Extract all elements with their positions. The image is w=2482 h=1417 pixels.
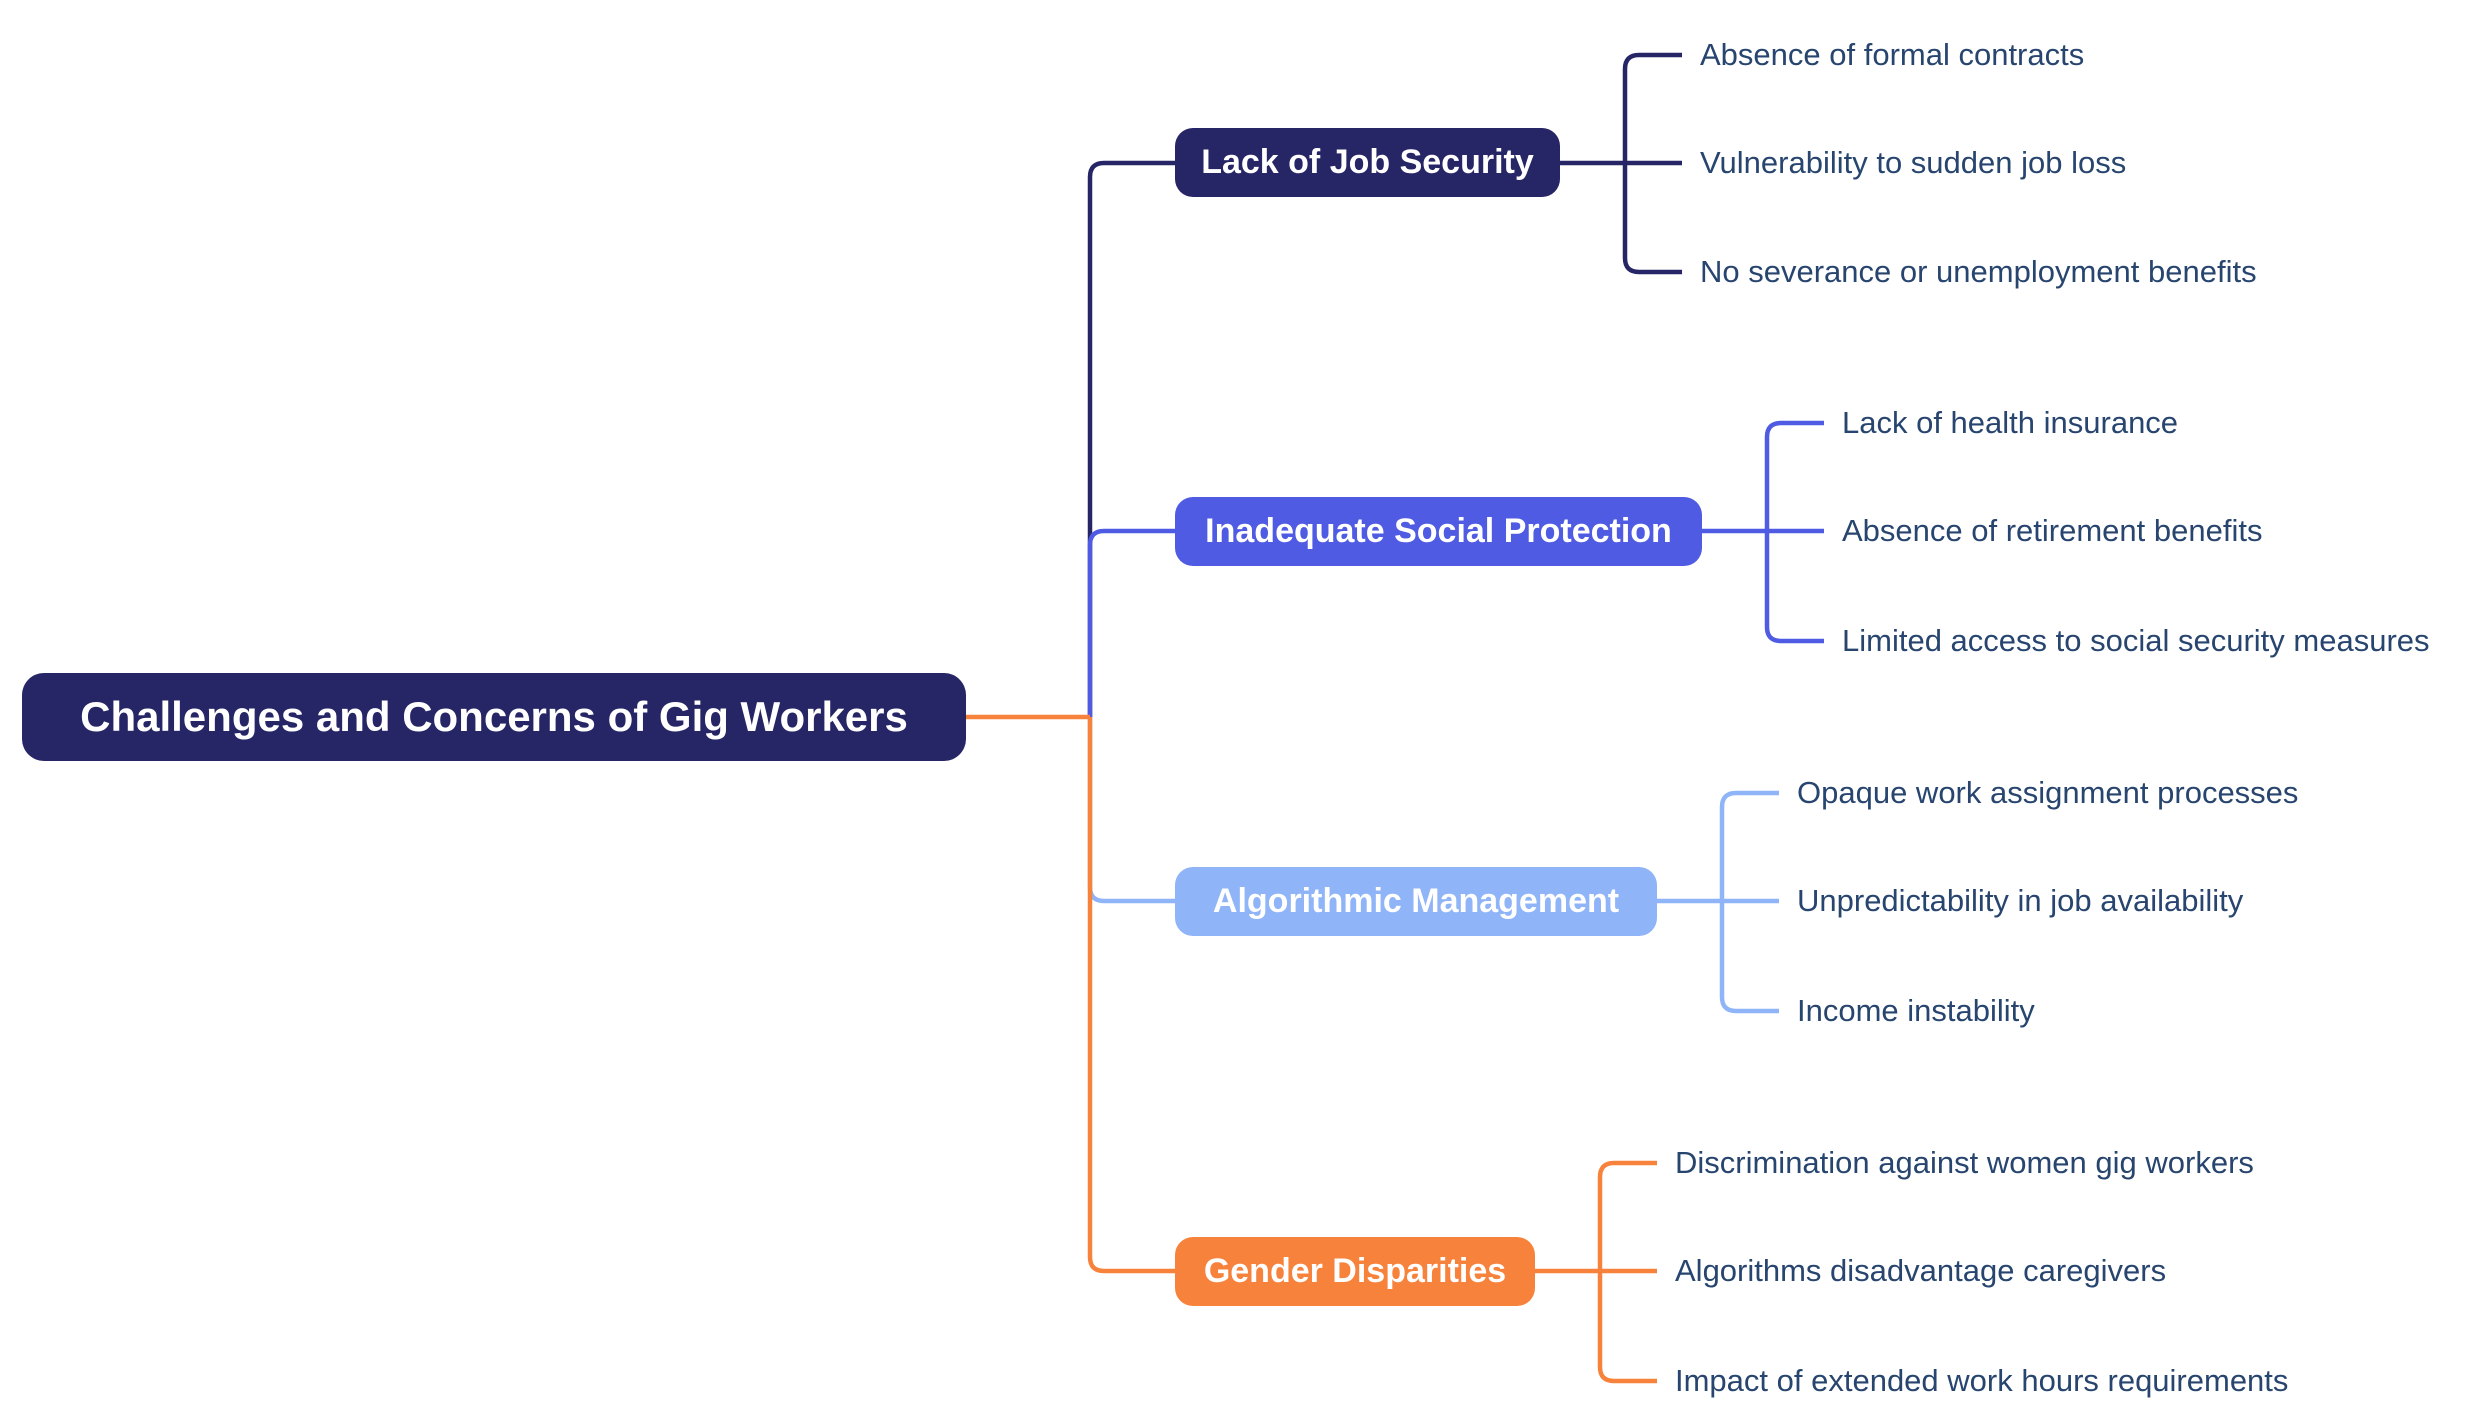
connector-children-social-protection (1702, 420, 1824, 644)
leaf-no-severance-benefits[interactable]: No severance or unemployment benefits (1700, 254, 2257, 289)
connector-branch-social-protection (1087, 528, 1175, 717)
leaf-limited-social-security[interactable]: Limited access to social security measur… (1842, 623, 2430, 658)
connector-branch-algorithmic-management (1087, 717, 1175, 904)
leaf-algorithms-disadvantage-caregivers[interactable]: Algorithms disadvantage caregivers (1675, 1253, 2167, 1288)
branch-node-gender-disparities[interactable]: Gender Disparities (1175, 1237, 1535, 1306)
connector-branch-gender-disparities (1087, 717, 1175, 1274)
leaf-absence-formal-contracts[interactable]: Absence of formal contracts (1700, 37, 2085, 72)
connector-branch-job-security (1087, 160, 1175, 717)
branch-node-social-protection[interactable]: Inadequate Social Protection (1175, 497, 1702, 566)
connector-children-job-security (1560, 52, 1682, 275)
leaf-absence-retirement-benefits[interactable]: Absence of retirement benefits (1842, 513, 2263, 548)
leaf-opaque-work-assignment[interactable]: Opaque work assignment processes (1797, 775, 2299, 810)
leaf-extended-work-hours[interactable]: Impact of extended work hours requiremen… (1675, 1363, 2289, 1398)
leaf-vulnerability-job-loss[interactable]: Vulnerability to sudden job loss (1700, 145, 2127, 180)
leaf-lack-health-insurance[interactable]: Lack of health insurance (1842, 405, 2179, 440)
leaf-discrimination-women[interactable]: Discrimination against women gig workers (1675, 1145, 2254, 1180)
root-node[interactable]: Challenges and Concerns of Gig Workers (22, 673, 966, 761)
leaf-income-instability[interactable]: Income instability (1797, 993, 2035, 1028)
branch-node-job-security[interactable]: Lack of Job Security (1175, 128, 1560, 197)
branch-node-algorithmic-management[interactable]: Algorithmic Management (1175, 867, 1657, 936)
connector-children-gender-disparities (1535, 1160, 1657, 1384)
connector-children-algorithmic-management (1657, 790, 1779, 1014)
leaf-unpredictability-job-availability[interactable]: Unpredictability in job availability (1797, 883, 2244, 918)
